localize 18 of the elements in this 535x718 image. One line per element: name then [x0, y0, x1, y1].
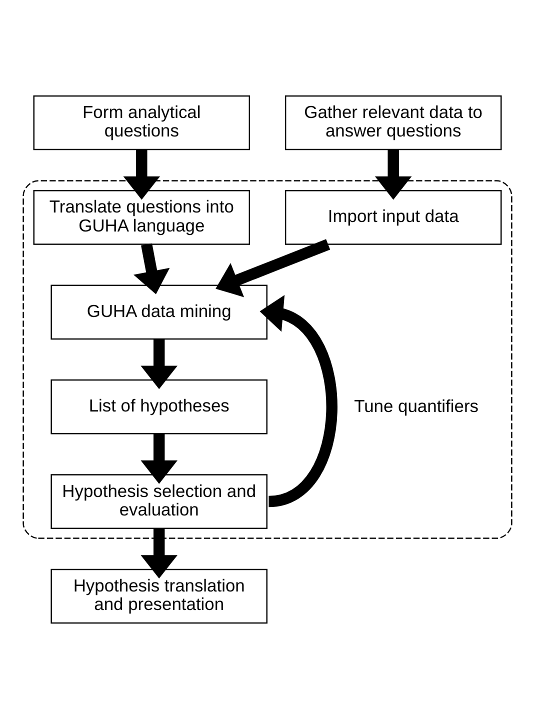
node-box: Form analytical questions — [33, 94, 250, 150]
arrow — [374, 149, 412, 200]
arrow — [134, 242, 170, 294]
arrow — [260, 294, 338, 507]
node-box: Translate questions into GUHA language — [33, 190, 250, 244]
node-box: GUHA data mining — [50, 284, 268, 340]
node-box: Gather relevant data to answer questions — [284, 94, 502, 150]
node-box: Hypothesis translation and presentation — [50, 568, 268, 624]
arrow — [216, 238, 330, 297]
arrow — [140, 433, 178, 484]
arrow — [140, 338, 178, 389]
node-box: Import input data — [284, 190, 502, 244]
arrow — [123, 149, 160, 200]
cluster — [22, 180, 512, 538]
node-box: Hypothesis selection and evaluation — [50, 474, 268, 528]
edge-label: Tune quantifiers — [354, 396, 478, 416]
arrow — [140, 528, 178, 578]
node-box: List of hypotheses — [50, 378, 268, 434]
